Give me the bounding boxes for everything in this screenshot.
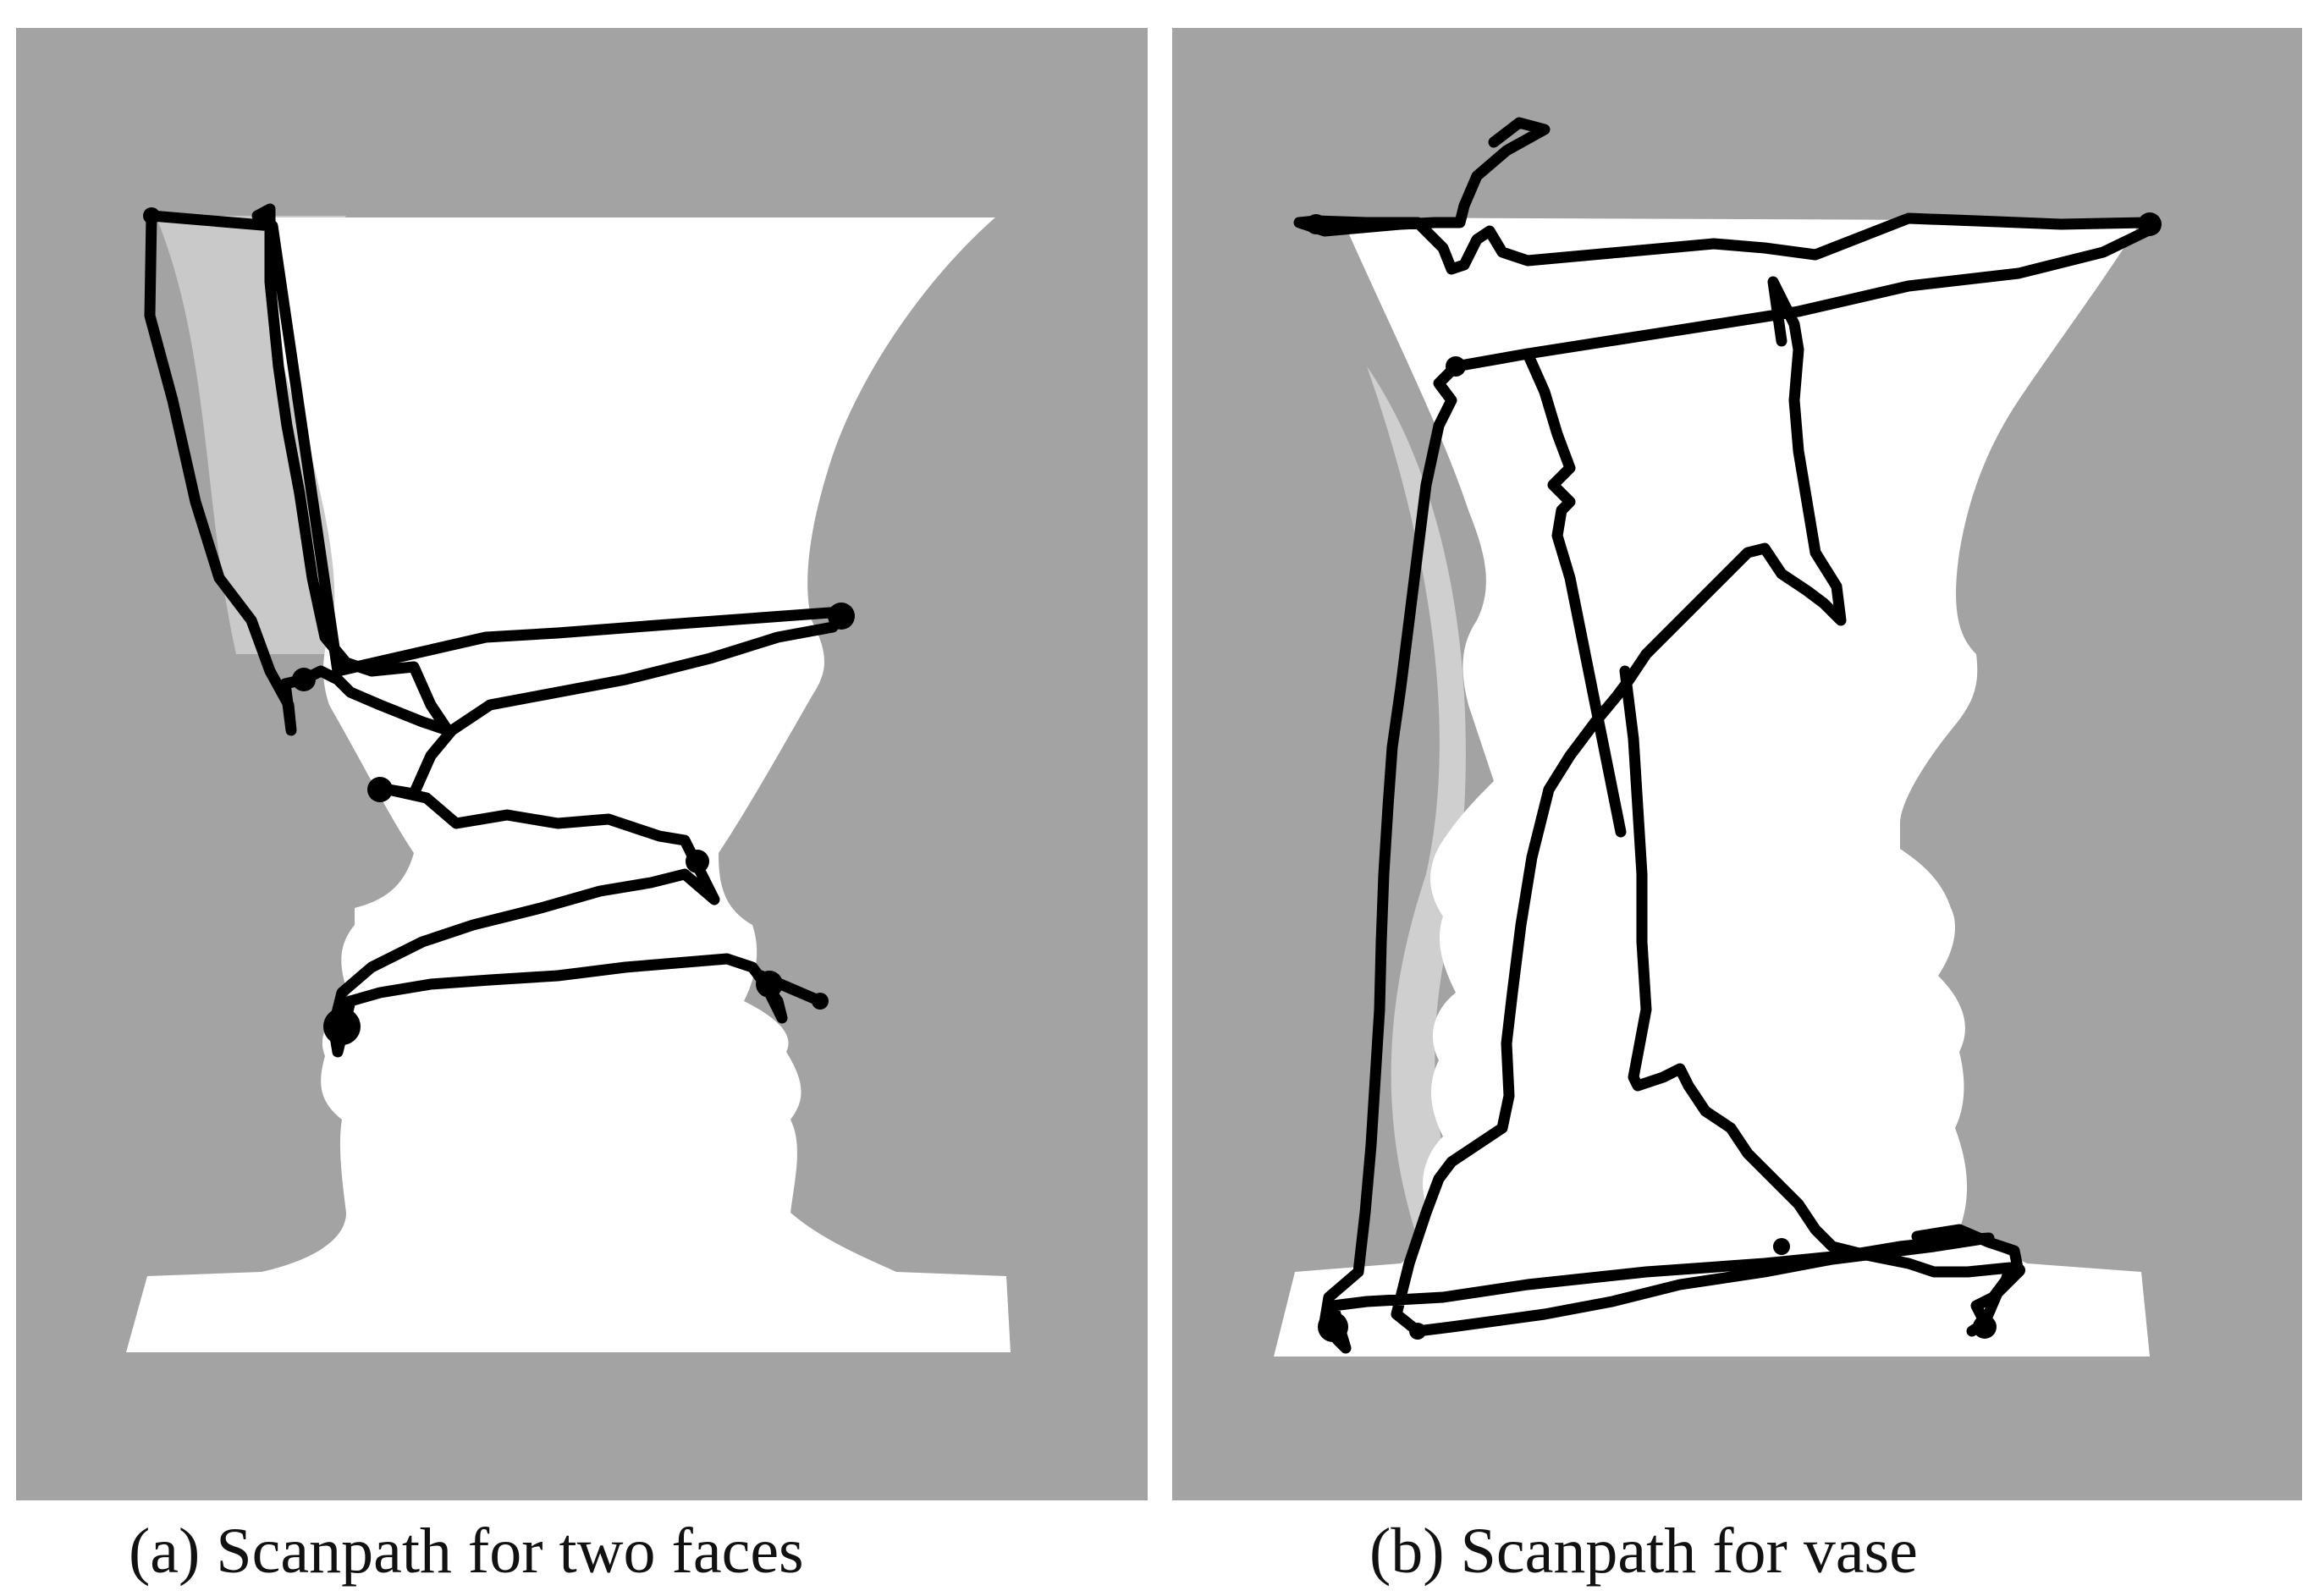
panel-two-faces [16,28,1148,1500]
caption-two-faces: (a) Scanpath for two faces [129,1516,804,1587]
vase-silhouette [126,217,1011,1352]
vase-stimulus [1274,117,2162,1357]
scanpath-b-right [1619,665,2024,1337]
panel-vase [1172,28,2302,1500]
scanpath-b-mid [1522,348,1627,838]
caption-vase: (b) Scanpath for vase [1369,1516,1918,1587]
fixation-markers-a [143,207,855,1045]
fixation-markers-b [1306,212,2162,1342]
vase-silhouette-b [1274,217,2150,1357]
vase-shadow-b [1367,366,1477,1263]
two-faces-stimulus [126,203,1011,1352]
